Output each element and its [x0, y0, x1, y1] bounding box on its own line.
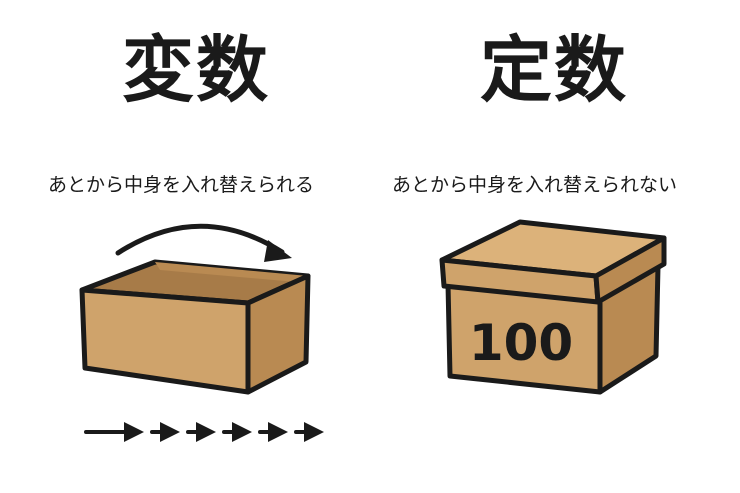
curved-arrow-icon [115, 223, 285, 256]
variable-caption: あとから中身を入れ替えられる [48, 174, 315, 196]
closed-box-lid-side [593, 235, 667, 305]
open-box-back-wall [155, 262, 308, 282]
constant-caption: あとから中身を入れ替えられない [392, 174, 678, 196]
closed-box-icon [439, 219, 667, 395]
open-box-side [245, 273, 311, 395]
constant-title: 定数 [480, 28, 629, 112]
constant-value-label: 100 [469, 314, 573, 372]
variable-title: 変数 [122, 28, 271, 112]
open-box-icon [79, 259, 311, 395]
curved-arrow-head-icon [264, 240, 292, 262]
open-box-front [79, 287, 251, 395]
